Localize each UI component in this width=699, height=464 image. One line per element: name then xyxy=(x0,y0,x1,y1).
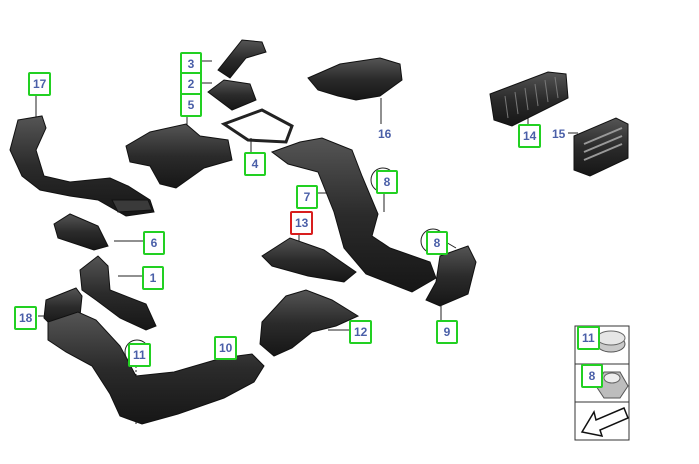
part-2-clip[interactable] xyxy=(207,79,257,111)
callout-8c[interactable]: 8 xyxy=(581,364,603,388)
part-15-vent[interactable] xyxy=(573,117,629,177)
callout-16[interactable]: 16 xyxy=(378,127,392,141)
callout-5[interactable]: 5 xyxy=(180,93,202,117)
part-14-grille[interactable] xyxy=(489,71,569,127)
callout-14[interactable]: 14 xyxy=(518,124,542,148)
callout-1[interactable]: 1 xyxy=(142,266,164,290)
part-5-duct[interactable] xyxy=(125,123,233,189)
callout-13[interactable]: 13 xyxy=(290,211,314,235)
part-10-floor-duct[interactable] xyxy=(47,311,265,425)
part-3-bracket[interactable] xyxy=(217,39,267,79)
part-13-panel[interactable] xyxy=(261,237,357,283)
callout-9[interactable]: 9 xyxy=(436,320,458,344)
round-clip-icon xyxy=(596,330,626,353)
callout-11a[interactable]: 11 xyxy=(128,343,151,367)
part-4-frame[interactable] xyxy=(220,108,294,144)
callout-12[interactable]: 12 xyxy=(349,320,373,344)
hex-nut-icon xyxy=(595,371,629,399)
callout-18[interactable]: 18 xyxy=(14,306,38,330)
callout-10[interactable]: 10 xyxy=(214,336,238,360)
callout-8a[interactable]: 8 xyxy=(376,170,398,194)
callout-15[interactable]: 15 xyxy=(552,127,566,141)
arrow-down-left-icon xyxy=(580,407,629,437)
part-16-duct[interactable] xyxy=(307,57,403,101)
callout-6[interactable]: 6 xyxy=(143,231,165,255)
callout-8b[interactable]: 8 xyxy=(426,231,448,255)
part-7-air-duct[interactable] xyxy=(270,137,437,293)
part-9-duct-end[interactable] xyxy=(425,245,477,307)
callout-17[interactable]: 17 xyxy=(28,72,52,96)
part-6-clip[interactable] xyxy=(53,213,109,251)
callout-4[interactable]: 4 xyxy=(244,152,266,176)
part-17-air-duct[interactable] xyxy=(9,115,155,217)
part-1-duct-piece[interactable] xyxy=(79,255,157,331)
callout-11b[interactable]: 11 xyxy=(577,326,600,350)
callout-7[interactable]: 7 xyxy=(296,185,318,209)
part-12-duct[interactable] xyxy=(259,289,360,357)
